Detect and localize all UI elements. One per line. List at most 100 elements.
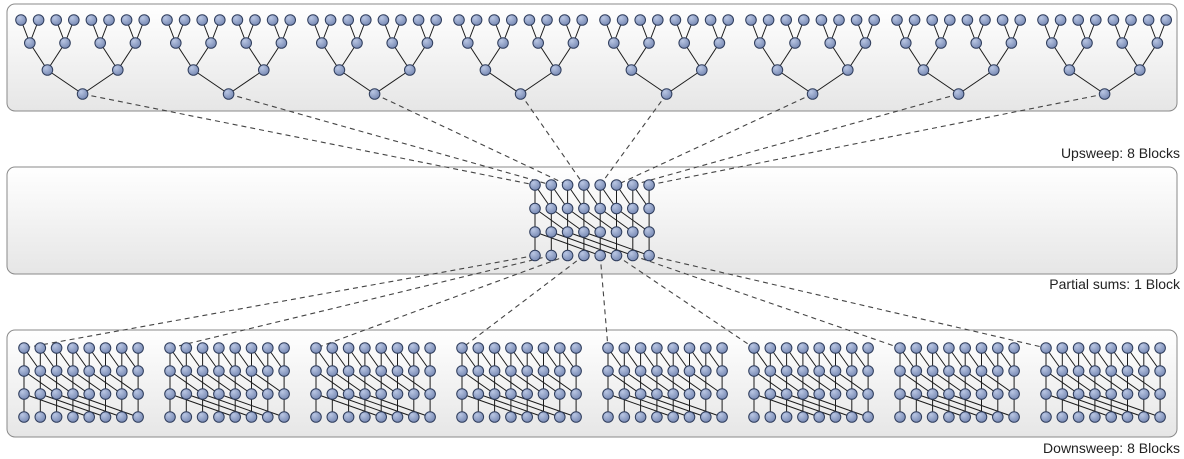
upsweep-node [616,14,629,26]
downsweep-node [846,388,858,400]
upsweep-node [1098,88,1111,100]
upsweep-node [404,64,416,76]
tree-edge [1069,69,1105,95]
downsweep-node [1105,342,1117,354]
upsweep-node [284,14,297,26]
downsweep-node [570,365,582,377]
tree-edge [631,69,667,95]
upsweep-node [430,14,443,26]
partial-sum-node [643,179,655,191]
downsweep-node [505,342,517,354]
downsweep-node [359,388,371,400]
downsweep-node [375,411,388,423]
partial-sum-node [594,202,607,215]
upsweep-node [908,14,921,26]
upsweep-node [258,64,270,76]
upsweep-node [15,14,27,26]
downsweep-node [846,342,858,354]
downsweep-node [780,365,793,377]
upsweep-node [421,37,434,49]
upsweep-node [506,14,518,26]
upsweep-node [205,37,217,49]
downsweep-node [424,411,436,423]
upsweep-node [514,88,527,100]
upsweep-node [771,64,784,76]
upsweep-node [351,37,363,49]
partial-sum-node [594,179,607,191]
downsweep-node [1072,365,1085,377]
partial-sum-node [561,202,574,215]
downsweep-panel [6,329,1178,438]
upsweep-node [754,37,766,49]
upsweep-node [996,14,1009,26]
partial-sum-node [545,202,558,215]
downsweep-node [651,388,663,400]
upsweep-node [103,14,115,26]
downsweep-node [262,342,274,354]
partial-sum-node [627,202,639,215]
upsweep-node [112,64,124,76]
downsweep-node [764,365,777,377]
upsweep-node [59,37,71,49]
partial-sum-node [643,249,655,262]
upsweep-to-partial-line [82,93,536,186]
downsweep-node [408,411,420,423]
downsweep-node [180,411,193,423]
downsweep-node [456,411,468,423]
downsweep-node [456,388,468,400]
downsweep-node [1056,365,1069,377]
upsweep-node [704,14,717,26]
downsweep-node [537,365,550,377]
downsweep-node [180,365,193,377]
upsweep-node [377,14,390,26]
downsweep-node [716,388,728,400]
downsweep-node [488,365,501,377]
upsweep-node [68,14,80,26]
upsweep-node [1072,14,1084,26]
tree-edge [193,69,229,95]
partial-sum-node [545,249,558,262]
downsweep-node [50,388,63,400]
downsweep-node [99,388,112,400]
partial-sum-node [561,249,574,262]
upsweep-to-partial-line [520,93,585,186]
upsweep-node [798,14,810,26]
upsweep-node [76,88,89,100]
downsweep-node [959,365,972,377]
downsweep-node [1105,411,1117,423]
partial-to-downsweep-line [599,255,609,349]
downsweep-node [132,342,144,354]
upsweep-node [497,37,509,49]
downsweep-node [926,388,939,400]
upsweep-node [342,14,355,26]
downsweep-node [34,388,47,400]
upsweep-node [333,64,346,76]
downsweep-node [829,388,842,400]
downsweep-node [310,411,322,423]
partial-sum-node [529,226,541,238]
downsweep-node [245,388,258,400]
downsweep-node [34,342,47,354]
downsweep-node [391,388,404,400]
downsweep-node [651,365,663,377]
downsweep-node [1105,365,1117,377]
tree-edge [520,69,557,95]
downsweep-node [1138,411,1150,423]
downsweep-node [700,388,712,400]
downsweep-node [651,342,663,354]
upsweep-node [470,14,483,26]
upsweep-node [944,14,956,26]
downsweep-node [1072,342,1085,354]
partial-sum-node [610,202,623,215]
tree-edge [923,69,959,95]
upsweep-node [926,14,939,26]
upsweep-node [868,14,881,26]
downsweep-node [424,365,436,377]
upsweep-node [935,37,947,49]
downsweep-node [472,365,485,377]
downsweep-node [34,411,47,423]
upsweep-node [678,37,691,49]
upsweep-node [368,88,381,100]
partial-sum-node [610,249,623,262]
